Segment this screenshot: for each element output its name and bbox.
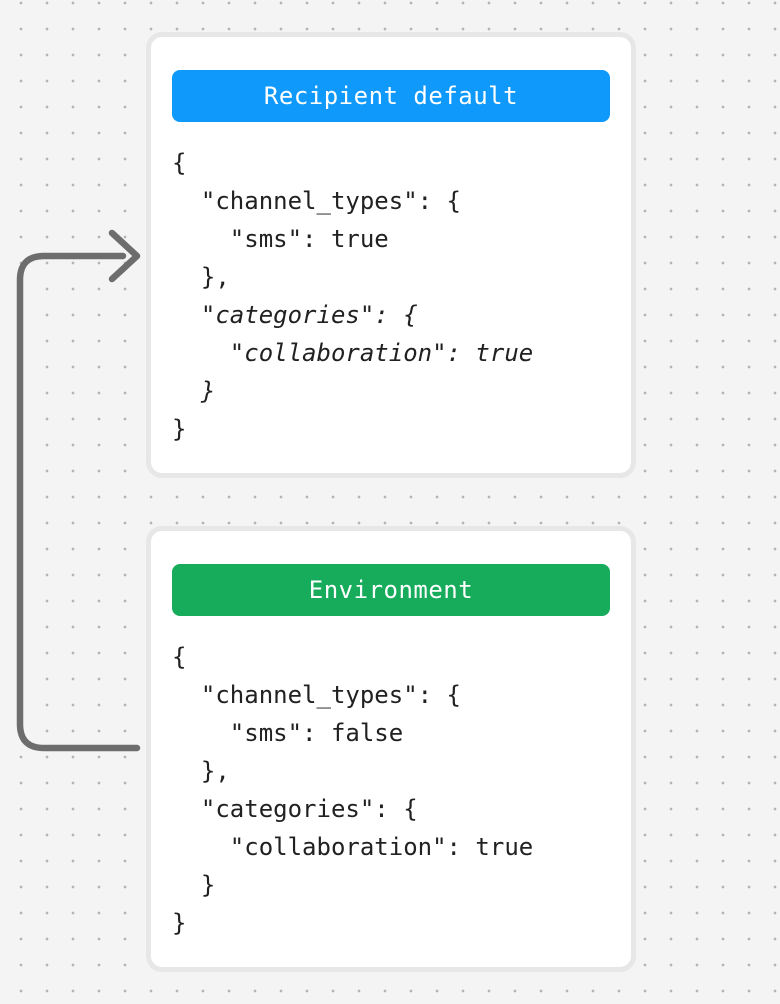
code-line: "collaboration": true [172, 833, 534, 861]
card-title-badge-environment: Environment [172, 564, 610, 616]
code-line: "categories": { [172, 301, 418, 329]
code-line: } [172, 377, 216, 405]
code-line: { [172, 149, 187, 177]
arrow-head-icon [108, 229, 141, 283]
card-recipient-default: Recipient default { "channel_types": { "… [146, 32, 636, 478]
code-line: } [172, 871, 216, 899]
arrow-line [16, 252, 141, 752]
json-code-block-environment: { "channel_types": { "sms": false }, "ca… [172, 638, 610, 942]
code-line: "categories": { [172, 795, 418, 823]
code-line: "sms": false [172, 719, 404, 747]
code-line: } [172, 415, 187, 443]
code-line: { [172, 643, 187, 671]
code-line: }, [172, 757, 230, 785]
json-code-block-recipient-default: { "channel_types": { "sms": true }, "cat… [172, 144, 610, 448]
code-line: }, [172, 263, 230, 291]
code-line: "collaboration": true [172, 339, 534, 367]
code-line: } [172, 909, 187, 937]
code-line: "channel_types": { [172, 187, 461, 215]
card-environment: Environment { "channel_types": { "sms": … [146, 526, 636, 972]
code-line: "sms": true [172, 225, 389, 253]
card-title-badge-recipient-default: Recipient default [172, 70, 610, 122]
code-line: "channel_types": { [172, 681, 461, 709]
